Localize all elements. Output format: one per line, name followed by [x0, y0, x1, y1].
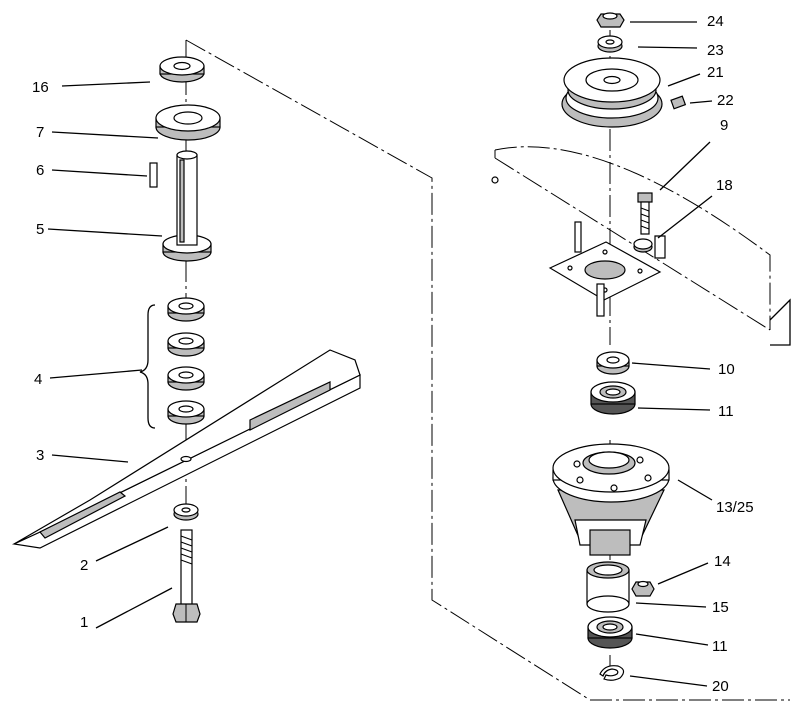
assembly-axis-lines	[185, 30, 611, 670]
washer-part-16	[159, 56, 205, 83]
key-part-22	[670, 95, 687, 110]
washer-part-10	[596, 351, 630, 375]
callout-6: 6	[36, 162, 44, 179]
callout-5: 5	[36, 221, 44, 238]
bearing-part-11-upper	[590, 381, 636, 415]
callout-11-upper: 11	[718, 403, 734, 420]
callout-1: 1	[80, 614, 88, 631]
callout-22: 22	[717, 92, 734, 109]
bolt-part-9	[637, 192, 653, 235]
callout-7: 7	[36, 124, 44, 141]
callout-24: 24	[707, 13, 724, 30]
mounting-plate	[491, 176, 662, 317]
bearing-part-11-lower	[587, 616, 633, 649]
washer-part-7	[155, 104, 221, 141]
washer-part-18	[633, 235, 666, 259]
spacer-part-15	[586, 561, 630, 613]
spindle-spacer-part-5	[162, 150, 212, 262]
mower-deck-outline	[185, 39, 791, 701]
callout-23: 23	[707, 42, 724, 59]
nut-part-24	[596, 12, 625, 28]
callout-3: 3	[36, 447, 44, 464]
callout-15: 15	[712, 599, 729, 616]
callout-4: 4	[34, 371, 42, 388]
spindle-housing-part-13-25	[552, 443, 670, 556]
nut-part-14	[631, 580, 655, 597]
leader-lines	[47, 21, 713, 687]
callout-21: 21	[707, 64, 724, 81]
blade-bolt-part-1	[172, 529, 201, 623]
callout-16: 16	[32, 79, 49, 96]
snap-ring-part-20	[599, 665, 625, 681]
callout-20: 20	[712, 678, 729, 695]
washer-part-2	[173, 503, 199, 521]
callout-14: 14	[714, 553, 731, 570]
blade-part-3	[11, 349, 361, 549]
washer-stack-part-4	[167, 297, 205, 425]
callout-9: 9	[720, 117, 728, 134]
pulley-part-21	[561, 57, 663, 128]
callout-18: 18	[716, 177, 733, 194]
callout-labels: 16 7 6 5 4 3 2 1 24 23 21 22 9 18 10 11 …	[32, 13, 754, 695]
washer-part-23	[597, 35, 623, 53]
callout-11-lower: 11	[712, 638, 728, 655]
callout-2: 2	[80, 557, 88, 574]
callout-13-25: 13/25	[716, 499, 754, 516]
key-part-6	[149, 162, 158, 188]
bracket-part-4	[139, 304, 156, 429]
callout-10: 10	[718, 361, 735, 378]
